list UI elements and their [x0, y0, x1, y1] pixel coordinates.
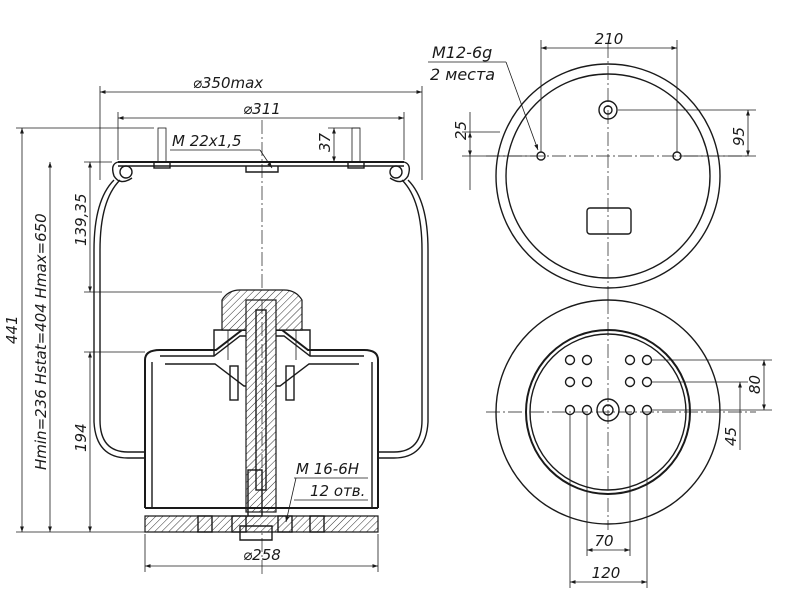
dim-bellows-height: 139,35	[72, 194, 90, 247]
dim-working-heights: Hmin=236 Hstat=404 Hmax=650	[32, 213, 50, 470]
air-inlet	[598, 100, 618, 120]
label-plate	[586, 207, 632, 235]
dim-plate-diameter: ⌀311	[243, 100, 281, 118]
threaded-hole	[624, 404, 636, 416]
stud-quantity-label: 2 места	[430, 65, 495, 84]
dim-hole-offset-45: 45	[722, 427, 740, 446]
threaded-hole	[564, 376, 576, 388]
dim-offset-95: 95	[730, 127, 748, 146]
top-view-outer-circle	[495, 63, 721, 289]
central-bolt	[245, 299, 277, 513]
center-bolt-hole	[596, 398, 620, 422]
top-plate	[111, 161, 411, 183]
threaded-hole	[581, 354, 593, 366]
threaded-hole	[581, 376, 593, 388]
side-bolts	[229, 365, 295, 401]
top-view: 210 M12-6g 2 места 25 95	[428, 30, 756, 300]
side-view: ⌀350max ⌀311 M 22x1,5 37 139,35 441 Hmin…	[3, 74, 429, 575]
rubber-bellows	[93, 179, 429, 459]
dim-total-height: 441	[3, 315, 21, 344]
threaded-hole	[624, 354, 636, 366]
bottom-view-outer-circle	[495, 299, 721, 525]
top-view-inner-circle	[505, 73, 711, 279]
threaded-hole	[564, 404, 576, 416]
dim-hole-pitch-120: 120	[592, 564, 621, 582]
thread-bottom-quantity: 12 отв.	[310, 482, 365, 500]
threaded-hole	[641, 376, 653, 388]
thread-top-label: M 22x1,5	[172, 132, 242, 150]
bottom-view-base-circle	[525, 329, 691, 495]
threaded-hole	[641, 404, 653, 416]
dim-hole-pitch-80: 80	[746, 375, 764, 394]
dim-piston-height: 194	[72, 423, 90, 452]
stud-thread-label: M12-6g	[432, 43, 492, 62]
dim-stud-height: 37	[316, 132, 334, 152]
threaded-hole	[564, 354, 576, 366]
dim-overall-diameter: ⌀350max	[193, 74, 263, 92]
threaded-hole	[624, 376, 636, 388]
dim-base-diameter: ⌀258	[243, 546, 281, 564]
thread-bottom-label: M 16-6H	[296, 460, 359, 478]
threaded-hole	[641, 354, 653, 366]
dim-offset-25: 25	[452, 121, 470, 140]
dim-hole-pitch-70: 70	[594, 532, 613, 550]
threaded-hole	[581, 404, 593, 416]
base-plate	[144, 469, 379, 541]
bottom-view: 80 45 70 120	[486, 299, 772, 588]
dim-stud-spacing: 210	[595, 30, 624, 48]
